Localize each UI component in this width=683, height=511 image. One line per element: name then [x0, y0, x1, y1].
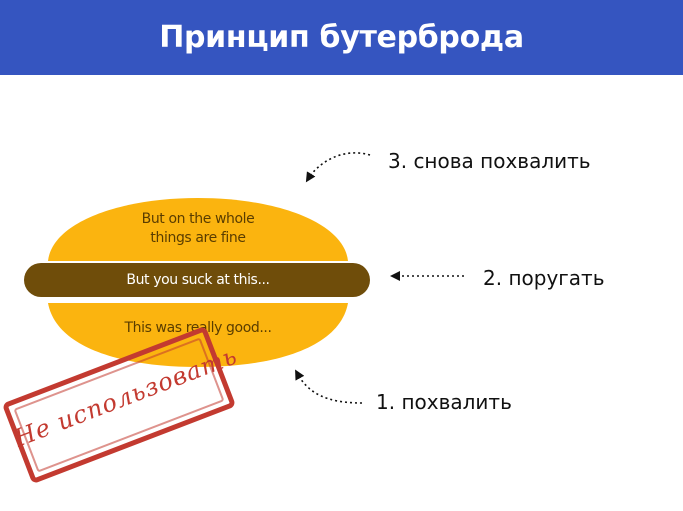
top-bun-text: But on the whole things are fine [141, 211, 255, 246]
header-bar: Принцип бутерброда [0, 0, 683, 75]
filling-text: But you suck at this... [126, 272, 270, 288]
step-3-label: 3. снова похвалить [388, 149, 591, 173]
bottom-bun-text: This was really good... [124, 320, 272, 336]
diagram-graphics [24, 152, 464, 404]
step-2-label: 2. поругать [483, 266, 605, 290]
page-title: Принцип бутерброда [159, 20, 524, 55]
step-1-label: 1. похвалить [376, 390, 512, 414]
arrow-step-3 [305, 152, 371, 183]
sandwich-diagram: But on the whole things are fine But you… [0, 75, 683, 511]
filling [24, 263, 370, 297]
arrow-step-1 [295, 369, 363, 404]
top-bun [48, 198, 348, 261]
